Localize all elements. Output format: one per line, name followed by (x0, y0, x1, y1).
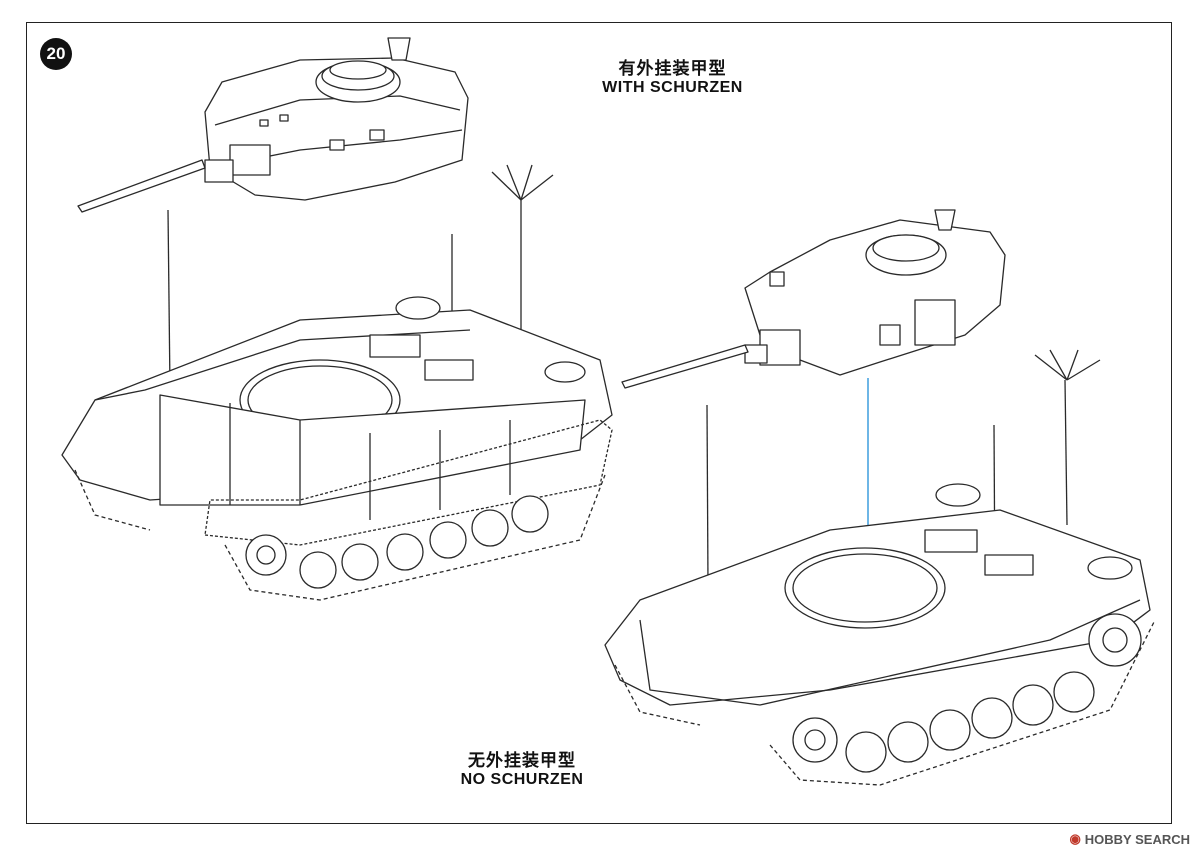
watermark-text: HOBBY SEARCH (1084, 831, 1190, 847)
step-number-badge: 20 (40, 38, 72, 70)
no-schurzen-english: NO SCHURZEN (460, 770, 584, 788)
with-schurzen-english: WITH SCHURZEN (602, 78, 743, 96)
hull-no-schurzen (604, 349, 1156, 786)
turret-right (621, 209, 1006, 389)
no-schurzen-label: 无外挂装甲型 NO SCHURZEN (458, 751, 586, 788)
no-schurzen-chinese: 无外挂装甲型 (468, 751, 576, 770)
hobby-search-watermark: ◉ HOBBY SEARCH (1069, 831, 1190, 847)
hull-with-schurzen (61, 164, 613, 601)
with-schurzen-chinese: 有外挂装甲型 (618, 59, 727, 78)
with-schurzen-label: 有外挂装甲型 WITH SCHURZEN (600, 59, 745, 96)
hobby-search-logo-icon: ◉ (1069, 831, 1081, 846)
page-border (26, 22, 1172, 824)
turret-top-left (77, 37, 469, 213)
